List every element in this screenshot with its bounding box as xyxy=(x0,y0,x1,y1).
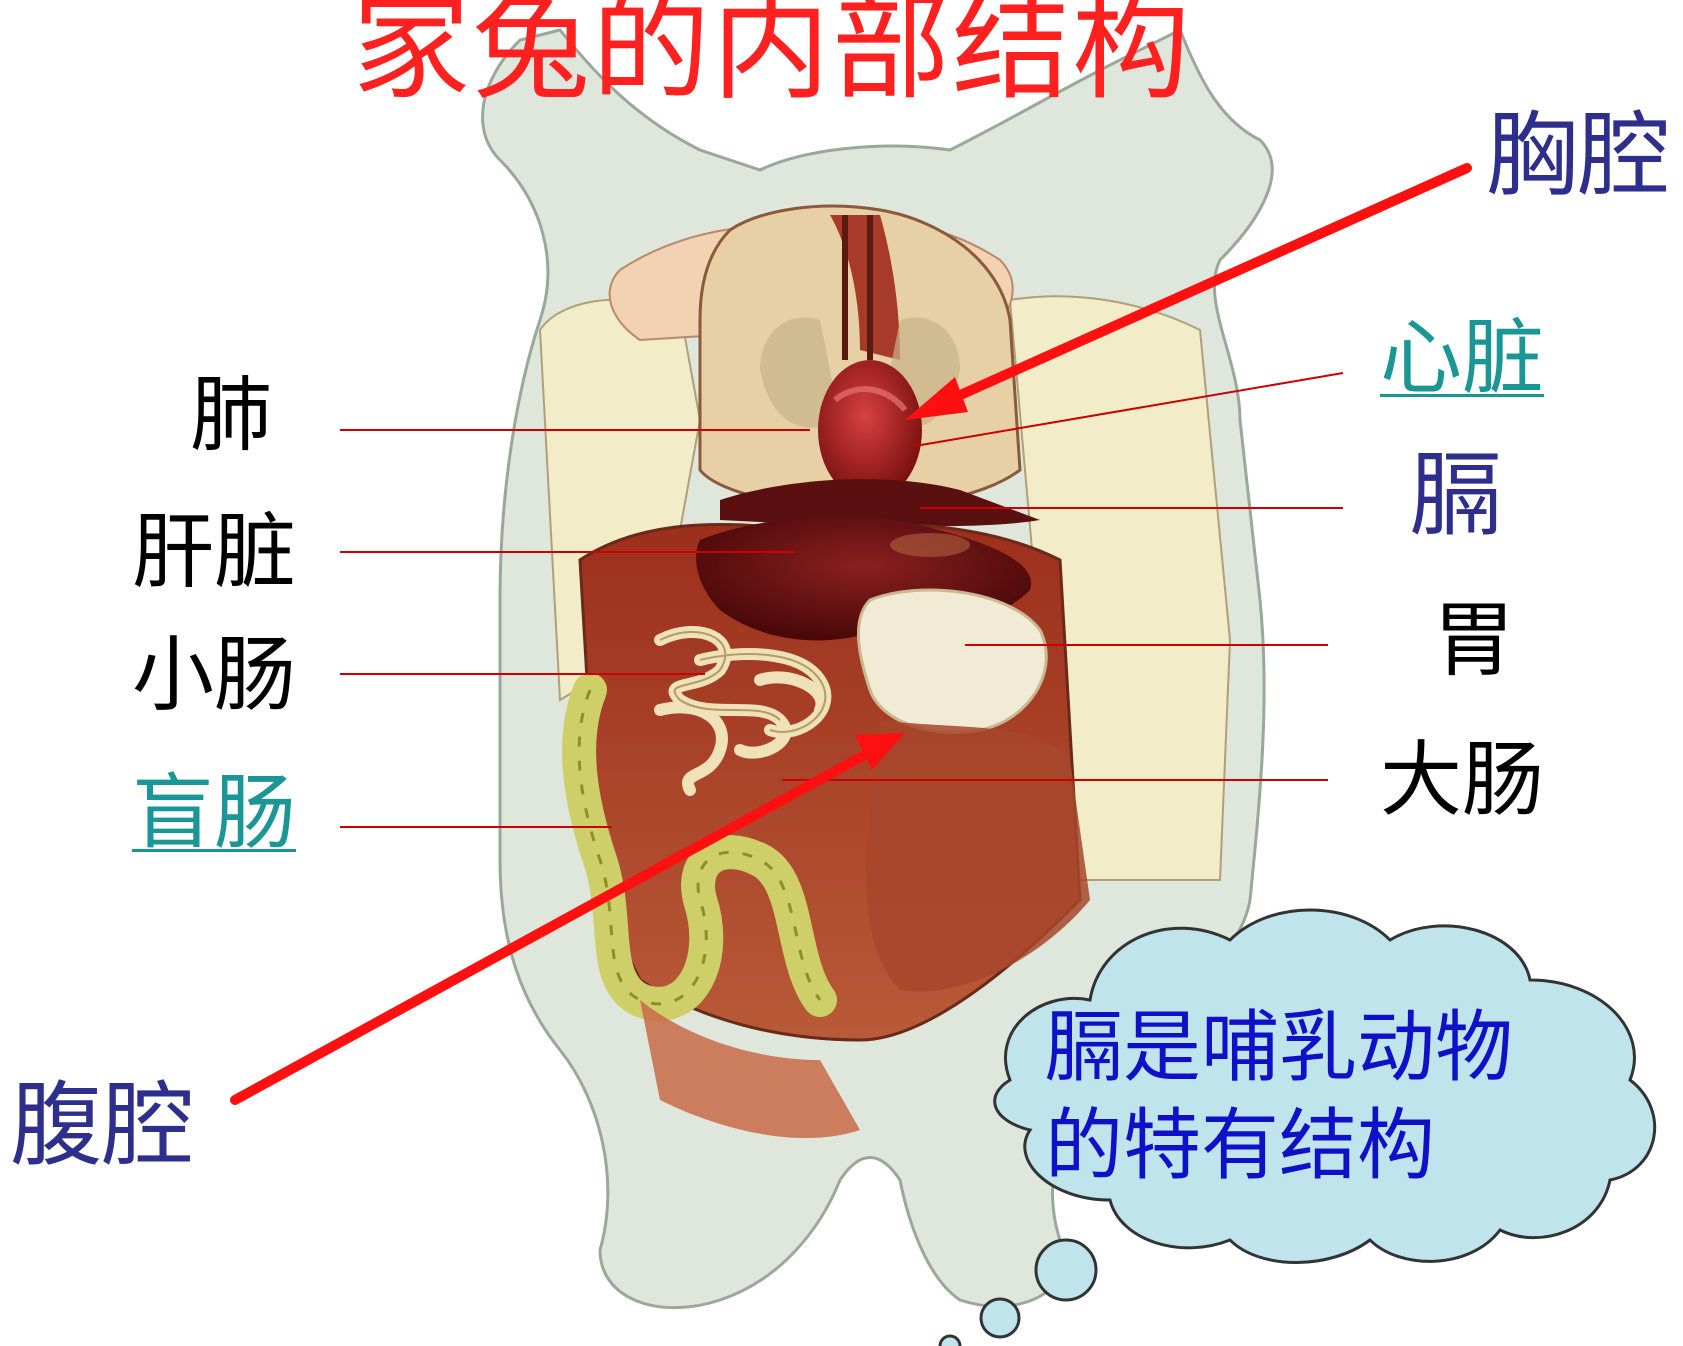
label-lung: 肺 xyxy=(190,375,272,457)
label-small-intestine: 小肠 xyxy=(132,635,296,717)
link-heart[interactable]: 心脏 xyxy=(1380,318,1544,400)
label-large-intestine: 大肠 xyxy=(1380,740,1544,822)
note-line-2: 的特有结构 xyxy=(1045,1098,1513,1196)
label-liver: 肝脏 xyxy=(132,512,296,594)
cloud-bubble-medium xyxy=(981,1299,1019,1337)
stomach xyxy=(858,590,1046,733)
label-thoracic-cavity: 胸腔 xyxy=(1486,110,1670,202)
link-cecum[interactable]: 盲肠 xyxy=(132,773,296,855)
label-stomach: 胃 xyxy=(1433,600,1515,682)
label-diaphragm: 膈 xyxy=(1410,450,1502,542)
note-text: 膈是哺乳动物 的特有结构 xyxy=(1045,1000,1513,1195)
heart xyxy=(818,360,922,500)
page-title: 家兔的内部结构 xyxy=(352,0,1192,106)
note-line-1: 膈是哺乳动物 xyxy=(1045,1000,1513,1098)
cloud-bubble-large xyxy=(1036,1240,1096,1300)
label-abdominal-cavity: 腹腔 xyxy=(10,1080,194,1172)
cloud-bubble-small xyxy=(940,1336,960,1346)
